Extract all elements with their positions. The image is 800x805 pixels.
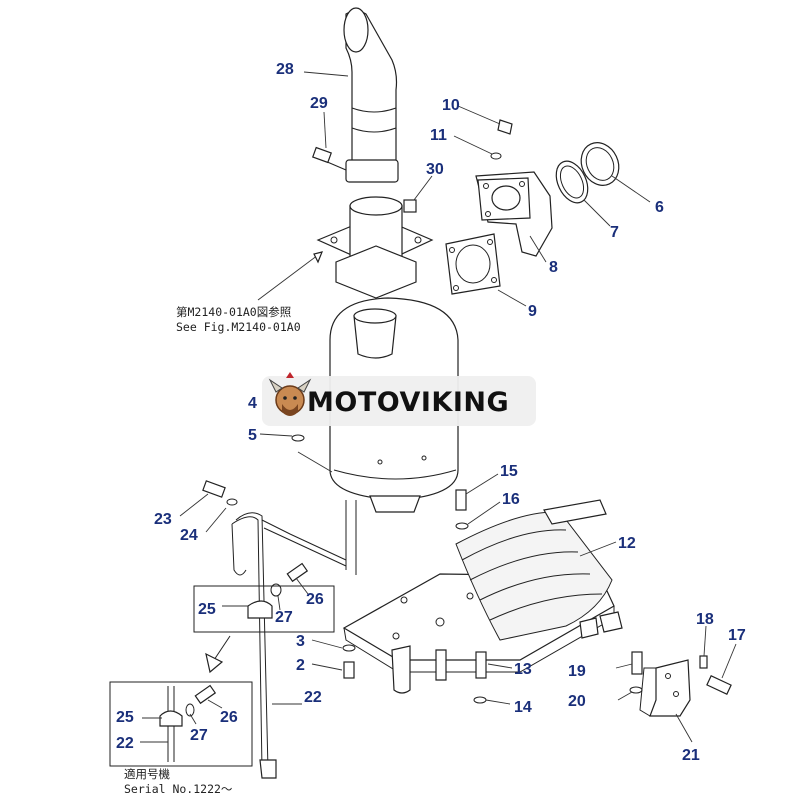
- label-8: 8: [549, 259, 558, 276]
- elbow-pipe: [475, 119, 553, 257]
- reference-note-jp: 第M2140-01A0図参照: [176, 305, 291, 319]
- label-11: 11: [430, 127, 447, 144]
- label-30: 30: [426, 161, 444, 178]
- inset-label-26: 26: [220, 709, 238, 726]
- label-7: 7: [610, 224, 619, 241]
- label-3: 3: [296, 633, 305, 650]
- reference-note: 第M2140-01A0図参照 See Fig.M2140-01A0: [176, 305, 301, 334]
- label-20: 20: [568, 693, 586, 710]
- inset-label-22: 22: [116, 735, 134, 752]
- muffler: [329, 297, 459, 575]
- inset-arrow-icon: [205, 635, 231, 674]
- serial-number: Serial No.1222～: [124, 782, 233, 796]
- part-labels: 28 29 30 10 11 6 7 8 9 4 5 23 24 25 27 2…: [154, 61, 746, 764]
- viking-logo-icon: [268, 372, 312, 416]
- hardware: [202, 434, 732, 704]
- label-28: 28: [276, 61, 294, 78]
- label-27: 27: [275, 609, 293, 626]
- label-24: 24: [180, 527, 198, 544]
- label-26: 26: [306, 591, 324, 608]
- heat-shield: [455, 499, 623, 641]
- tail-pipe: [312, 7, 417, 213]
- label-16: 16: [502, 491, 520, 508]
- reference-note-en: See Fig.M2140-01A0: [176, 320, 301, 334]
- applicability-jp: 適用号機: [124, 767, 170, 781]
- drain-tube: [231, 512, 347, 779]
- inset-detail: [109, 681, 253, 767]
- label-4: 4: [248, 395, 257, 412]
- detail-box: [193, 585, 335, 633]
- label-12: 12: [618, 535, 636, 552]
- label-2: 2: [296, 657, 305, 674]
- label-29: 29: [310, 95, 328, 112]
- label-19: 19: [568, 663, 586, 680]
- flange-gasket: [445, 233, 501, 295]
- label-23: 23: [154, 511, 172, 528]
- label-6: 6: [655, 199, 664, 216]
- inset-label-27: 27: [190, 727, 208, 744]
- label-10: 10: [442, 97, 460, 114]
- label-25: 25: [198, 601, 216, 618]
- label-22: 22: [304, 689, 322, 706]
- inset-labels: 25 27 26 22 適用号機 Serial No.1222～: [116, 709, 238, 796]
- watermark-text: MOTOVIKING: [307, 387, 509, 418]
- label-21: 21: [682, 747, 700, 764]
- label-5: 5: [248, 427, 257, 444]
- label-14: 14: [514, 699, 532, 716]
- label-13: 13: [514, 661, 532, 678]
- label-17: 17: [728, 627, 746, 644]
- label-18: 18: [696, 611, 714, 628]
- side-bracket: [639, 659, 691, 717]
- flange-joint: [316, 196, 434, 299]
- label-15: 15: [500, 463, 518, 480]
- inset-label-25: 25: [116, 709, 134, 726]
- leader-lines: [140, 71, 737, 743]
- watermark-banner: MOTOVIKING: [262, 372, 536, 426]
- gasket-ring: [555, 142, 620, 204]
- label-9: 9: [528, 303, 537, 320]
